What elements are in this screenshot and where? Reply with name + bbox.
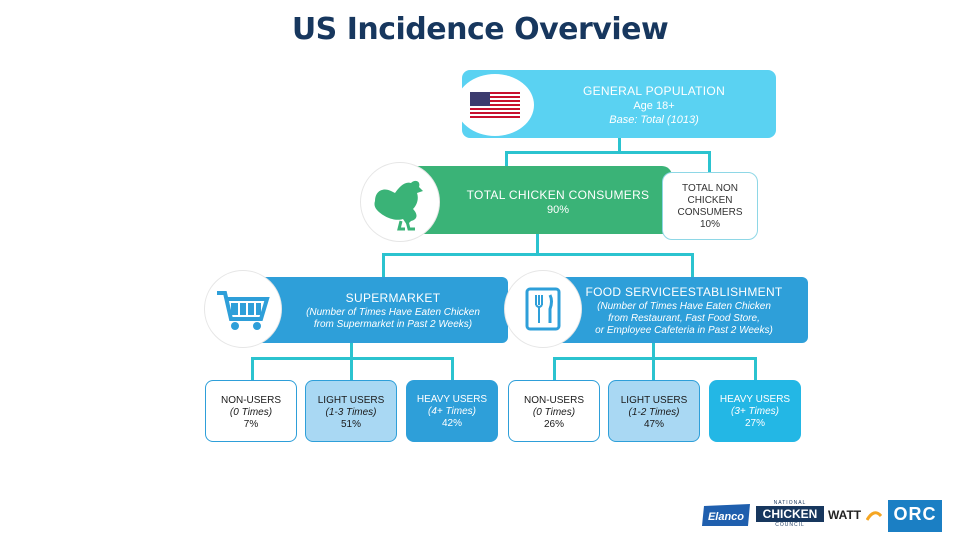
- total-chicken-consumers-pct: 90%: [546, 204, 570, 216]
- segment-pct: 7%: [243, 419, 259, 430]
- tnc-line1: TOTAL NON: [682, 183, 738, 194]
- segment-pct: 27%: [744, 418, 765, 429]
- segment-label: LIGHT USERS: [317, 395, 385, 406]
- supermarket-desc-line2: from Supermarket in Past 2 Weeks): [313, 319, 473, 330]
- general-population-base: Base: Total (1013): [609, 114, 699, 126]
- shopping-cart-icon: [204, 270, 282, 348]
- segment-range: (3+ Times): [731, 406, 779, 417]
- total-non-chicken-consumers-box: TOTAL NON CHICKEN CONSUMERS 10%: [662, 172, 758, 240]
- national-chicken-council-logo: NATIONAL CHICKEN COUNCIL: [756, 500, 824, 534]
- page-title: US Incidence Overview: [291, 12, 669, 47]
- segment-label: HEAVY USERS: [416, 394, 488, 405]
- segment-label: HEAVY USERS: [719, 394, 791, 405]
- segment-range: (1-3 Times): [325, 407, 377, 418]
- supermarket-non-users: NON-USERS (0 Times) 7%: [205, 380, 297, 442]
- segment-pct: 47%: [643, 419, 664, 430]
- food-service-title: FOOD SERVICEESTABLISHMENT: [585, 285, 783, 299]
- supermarket-light-users: LIGHT USERS (1-3 Times) 51%: [305, 380, 397, 442]
- food-service-desc-line3: or Employee Cafeteria in Past 2 Weeks): [595, 325, 773, 336]
- supermarket-desc: (Number of Times Have Eaten Chicken from…: [248, 307, 538, 331]
- supermarket-box: SUPERMARKET (Number of Times Have Eaten …: [248, 277, 508, 343]
- watt-text: WATT: [828, 508, 862, 522]
- us-flag-icon: [456, 74, 534, 136]
- ncc-top: NATIONAL: [773, 500, 807, 506]
- segment-label: NON-USERS: [523, 395, 584, 406]
- food-service-desc: (Number of Times Have Eaten Chicken from…: [550, 301, 818, 337]
- tnc-line3: CONSUMERS: [677, 207, 743, 218]
- ncc-main: CHICKEN: [756, 506, 824, 522]
- tnc-pct: 10%: [699, 219, 720, 230]
- food-service-light-users: LIGHT USERS (1-2 Times) 47%: [608, 380, 700, 442]
- food-service-heavy-users: HEAVY USERS (3+ Times) 27%: [709, 380, 801, 442]
- orc-text: ORC: [893, 504, 937, 524]
- segment-pct: 51%: [340, 419, 361, 430]
- segment-pct: 26%: [543, 419, 564, 430]
- food-service-non-users: NON-USERS (0 Times) 26%: [508, 380, 600, 442]
- segment-range: (4+ Times): [428, 406, 476, 417]
- segment-label: LIGHT USERS: [620, 395, 688, 406]
- segment-range: (1-2 Times): [628, 407, 680, 418]
- ncc-bottom: COUNCIL: [775, 522, 805, 528]
- total-chicken-consumers-box: TOTAL CHICKEN CONSUMERS 90%: [404, 166, 672, 234]
- watt-logo: WATT: [828, 506, 884, 528]
- supermarket-desc-line1: (Number of Times Have Eaten Chicken: [306, 307, 480, 318]
- supermarket-heavy-users: HEAVY USERS (4+ Times) 42%: [406, 380, 498, 442]
- food-service-desc-line1: (Number of Times Have Eaten Chicken: [597, 301, 771, 312]
- supermarket-title: SUPERMARKET: [345, 291, 441, 305]
- cutlery-icon: [504, 270, 582, 348]
- elanco-logo: Elanco: [700, 502, 752, 528]
- general-population-label: GENERAL POPULATION: [582, 84, 726, 98]
- chicken-icon: [360, 162, 440, 242]
- orc-logo: ORC: [888, 500, 942, 532]
- tnc-line2: CHICKEN: [687, 195, 733, 206]
- segment-range: (0 Times): [229, 407, 273, 418]
- general-population-age: Age 18+: [633, 100, 675, 112]
- segment-pct: 42%: [441, 418, 462, 429]
- segment-range: (0 Times): [532, 407, 576, 418]
- food-service-desc-line2: from Restaurant, Fast Food Store,: [608, 313, 760, 324]
- total-chicken-consumers-label: TOTAL CHICKEN CONSUMERS: [466, 188, 650, 202]
- segment-label: NON-USERS: [220, 395, 281, 406]
- svg-text:Elanco: Elanco: [708, 511, 744, 523]
